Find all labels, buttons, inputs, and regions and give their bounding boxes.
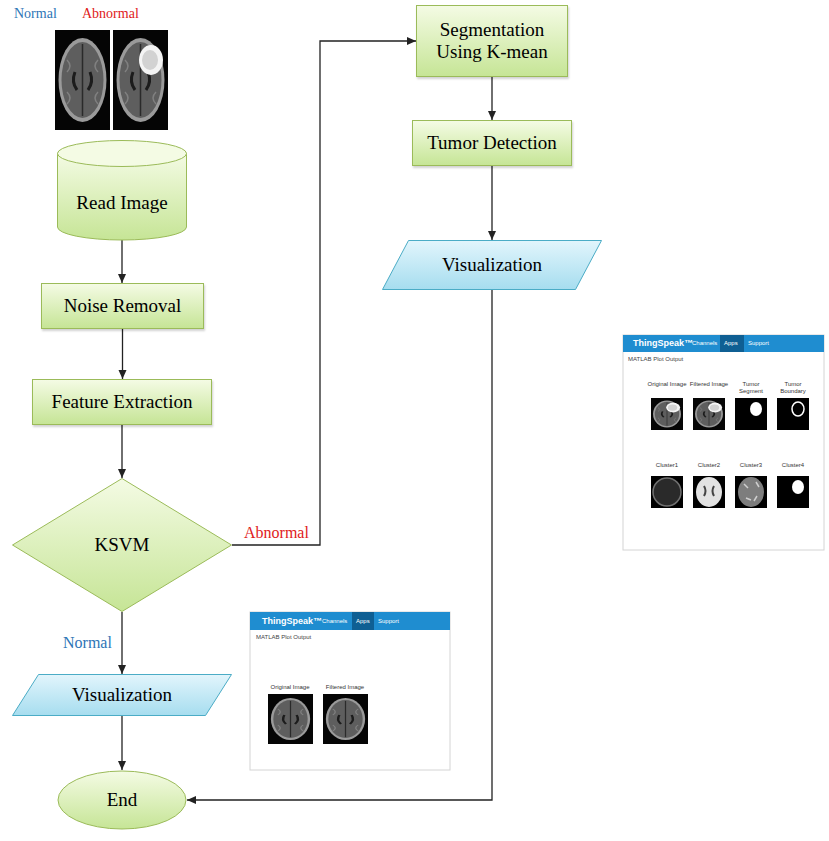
normal-mri (55, 30, 110, 130)
thingspeak-screenshot-part (268, 694, 313, 744)
parallelogram-outline (383, 241, 602, 290)
node-label: Feature Extraction (39, 391, 205, 413)
thingspeak-screenshot-part (696, 477, 722, 507)
output-parallelogram: Visualization (382, 240, 602, 290)
node-text-group: End (75, 789, 169, 811)
edge-label: Abnormal (242, 524, 311, 542)
node-text-group: Visualization (43, 684, 201, 706)
oval-outline (58, 771, 186, 829)
edge-label: Normal (61, 634, 114, 652)
node-label: Visualization (413, 254, 571, 276)
process-box: Feature Extraction (32, 379, 212, 425)
node-label: Tumor Detection (419, 132, 565, 154)
page-heading: MATLAB Plot Output (256, 634, 311, 641)
node-label: KSVM (62, 534, 183, 556)
node-label: Read Image (65, 192, 179, 214)
image-caption: Cluster3 (731, 462, 771, 469)
image-caption: Tumor Boundary (773, 381, 813, 395)
process-box: Tumor Detection (412, 120, 572, 166)
thingspeak-screenshot-part (738, 477, 764, 507)
menu-item: Channels (322, 618, 347, 625)
node-text-group: Read Image (65, 192, 179, 214)
thingspeak-screenshot-part (653, 478, 681, 506)
thingspeak-screenshot-part (720, 335, 744, 352)
app-logo: ThingSpeak™ (633, 338, 693, 348)
image-caption: Original Image (265, 684, 315, 691)
flow-arrow (121, 425, 122, 478)
menu-item: Apps (356, 618, 370, 625)
image-caption: Cluster2 (689, 462, 729, 469)
menu-item: Support (748, 340, 769, 347)
mri-thumbnails (55, 30, 168, 130)
terminator-oval: End (57, 770, 187, 830)
decision-diamond: KSVM (12, 478, 232, 612)
output-parallelogram: Visualization (12, 674, 232, 716)
thingspeak-screenshot-part (693, 398, 725, 430)
app-logo: ThingSpeak™ (262, 616, 322, 626)
cylinder-cap (58, 141, 187, 167)
process-box: Noise Removal (41, 283, 204, 329)
thingspeak-screenshot-part (792, 402, 804, 416)
flow-arrow (232, 41, 416, 545)
thingspeak-screenshot-part (651, 398, 683, 430)
thingspeak-screenshot-part (623, 335, 824, 352)
node-text-group: KSVM (62, 534, 183, 556)
thingspeak-screenshot-part (651, 476, 683, 508)
thingspeak-screenshot-part (750, 402, 762, 416)
class-label: Normal (14, 6, 57, 22)
thingspeak-screenshot-part (623, 335, 824, 550)
thingspeak-screenshot-part (792, 480, 804, 494)
flow-arrow (187, 290, 492, 800)
node-text-group: Tumor Detection (419, 132, 565, 154)
diamond-outline (13, 479, 232, 612)
thingspeak-screenshot-part (777, 398, 809, 430)
image-caption: Tumor Segment (731, 381, 771, 395)
thingspeak-screenshot-part (352, 612, 374, 630)
menu-item: Channels (692, 340, 717, 347)
process-box: Segmentation Using K-mean (416, 5, 568, 77)
data-store-cylinder-outline (57, 140, 187, 240)
menu-item: Apps (724, 340, 738, 347)
thingspeak-screenshot-part (693, 476, 725, 508)
thingspeak-screenshot-part (735, 398, 767, 430)
thingspeak-screenshot-part (250, 612, 450, 770)
image-caption: Filtered Image (320, 684, 370, 691)
thingspeak-screenshot-part (250, 612, 450, 630)
image-caption: Cluster4 (773, 462, 813, 469)
page-heading: MATLAB Plot Output (628, 356, 683, 363)
node-text-group: Segmentation Using K-mean (423, 19, 561, 63)
node-label: Noise Removal (48, 295, 197, 317)
image-caption: Original Image (647, 381, 687, 388)
thingspeak-screenshot (623, 335, 824, 550)
data-store-cylinder: Read Image (57, 140, 187, 240)
thingspeak-screenshot-part (323, 694, 368, 744)
node-label: Segmentation Using K-mean (423, 19, 561, 63)
node-text-group: Visualization (413, 254, 571, 276)
flow-arrow (491, 166, 492, 240)
menu-item: Support (378, 618, 399, 625)
flow-arrow (491, 77, 492, 120)
thingspeak-screenshot-part (777, 476, 809, 508)
class-label: Abnormal (82, 6, 139, 22)
flow-arrow (121, 240, 122, 283)
flow-arrow (121, 612, 122, 674)
node-label: Visualization (43, 684, 201, 706)
thingspeak-screenshot-part (735, 476, 767, 508)
abnormal-mri (113, 30, 168, 130)
image-caption: Cluster1 (647, 462, 687, 469)
node-label: End (75, 789, 169, 811)
image-caption: Filtered Image (689, 381, 729, 388)
thingspeak-screenshot (250, 612, 450, 770)
thingspeak-screenshot-part (704, 486, 714, 496)
node-text-group: Noise Removal (48, 295, 197, 317)
parallelogram-outline (13, 675, 232, 716)
node-text-group: Feature Extraction (39, 391, 205, 413)
flow-arrow (122, 329, 123, 379)
thingspeak-screenshot-part (744, 482, 759, 501)
flow-arrow (121, 716, 122, 770)
